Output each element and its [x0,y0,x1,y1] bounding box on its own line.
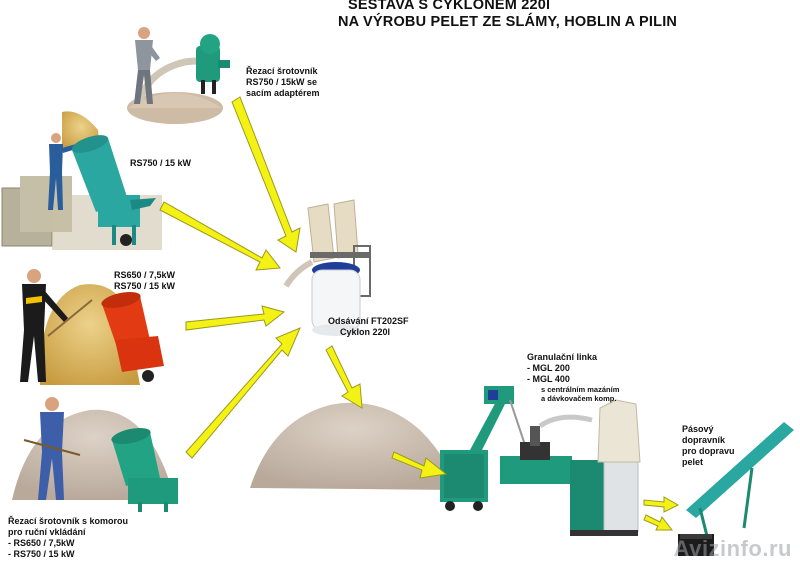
label-line: - MGL 400 [527,374,570,384]
straw-bales [1,111,162,250]
arrow-rs750-to-cyclone [159,201,281,271]
label-line: dopravník [682,435,726,445]
label-line: s centrálním mazáním [541,385,620,394]
arrow-to-conveyor-1 [643,496,680,513]
label-line: Granulační linka [527,352,598,362]
label-conveyor: Pásový dopravník pro dopravu pelet [682,424,735,468]
sawdust-pile-central [250,402,455,490]
cyclone-hose [283,259,314,288]
worker-figure-2 [48,133,76,210]
watermark-text: Avizinfo.ru [673,536,792,561]
arrow-cyclone-to-pile [325,345,363,409]
worker-figure-3 [20,269,93,382]
label-line: RS750 / 15 kW [130,158,192,168]
label-line: pro ruční vkládání [8,527,86,537]
label-line: Řezací šrotovník s komorou [8,516,129,526]
belt-conveyor [678,422,794,556]
worker-figure-4 [23,397,81,500]
scene-shredder-chamber [12,397,178,512]
label-line: Pásový [682,424,714,434]
chamber-shredder-machine [111,427,178,512]
label-line: Cyklon 220l [340,327,391,337]
label-line: a dávkovačem komp. [541,394,617,403]
title-line-2: NA VÝROBU PELET ZE SLÁMY, HOBLIN A PILIN [338,14,678,30]
rs750-shredder-machine [71,135,156,246]
label-line: sacím adaptérem [246,88,320,98]
label-line: RS750 / 15kW se [246,77,318,87]
label-line: - RS650 / 7,5kW [8,538,75,548]
label-rs750: RS750 / 15 kW [130,158,191,169]
label-cyclone: Odsávání FT202SF Cyklon 220l [328,316,409,338]
granulation-line-mgl [440,386,641,536]
title-line-1: SESTAVA S CYKLONEM 220l [348,0,551,13]
label-rs650-rs750: RS650 / 7,5kW RS750 / 15 kW [114,270,175,292]
scene-rs750 [1,111,162,250]
label-line: pro dopravu [682,446,735,456]
arrow-to-conveyor-2 [643,514,674,531]
label-line: - MGL 200 [527,363,570,373]
suction-shredder-machine [196,34,230,94]
label-line: pelet [682,457,704,467]
arrow-pile-to-granulation [391,451,448,479]
label-shredder-suction: Řezací šrotovník RS750 / 15kW se sacím a… [246,66,320,99]
label-line: Odsávání FT202SF [328,316,409,326]
label-line: RS750 / 15 kW [114,281,176,291]
label-granulation: Granulační linka - MGL 200 - MGL 400 s c… [527,352,619,403]
label-line: - RS750 / 15 kW [8,549,75,559]
label-shredder-chamber: Řezací šrotovník s komorou pro ruční vkl… [8,516,128,560]
flow-arrows [159,96,680,531]
worker-figure-1 [134,27,160,104]
cyclone-ft202sf [283,199,371,336]
arrow-chamber-to-cyclone [185,327,301,459]
arrow-suction-to-cyclone [231,96,301,253]
scene-rs650 [20,269,164,385]
rs650-red-shredder-machine [101,291,164,382]
label-line: RS650 / 7,5kW [114,270,176,280]
label-line: Řezací šrotovník [246,66,318,76]
diagram-title: SESTAVA S CYKLONEM 220l NA VÝROBU PELET … [338,0,677,31]
arrow-rs650-to-cyclone [185,305,286,331]
scene-suction-shredder [127,27,230,124]
